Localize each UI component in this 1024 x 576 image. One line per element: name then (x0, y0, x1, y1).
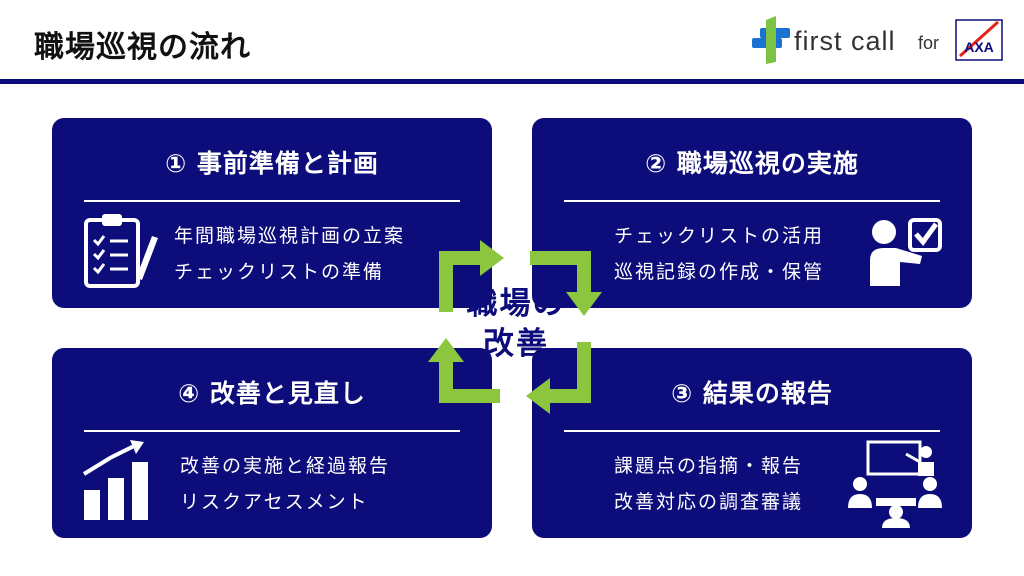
logo-for-text: for (918, 33, 940, 53)
center-label-line: 改善 (483, 326, 549, 362)
meeting-presentation-icon (848, 440, 942, 528)
card-line: 巡視記録の作成・保管 (614, 261, 825, 283)
card-preparation: ① 事前準備と計画 年間職場巡視計画の立案 チェックリストの準備 (52, 118, 492, 308)
card-lines: 課題点の指摘・報告 改善対応の調査審議 (614, 448, 803, 520)
axa-logo: AXA (955, 19, 1003, 61)
card-line: チェックリストの活用 (614, 225, 825, 247)
center-label: 職場の 改善 (446, 284, 586, 364)
logo-text: first call (794, 26, 896, 56)
card-title: ① 事前準備と計画 (165, 149, 379, 178)
card-lines: 改善の実施と経過報告 リスクアセスメント (180, 448, 390, 520)
header-divider (0, 79, 1024, 84)
first-call-logo: AXA (752, 16, 1003, 64)
card-line: 課題点の指摘・報告 (614, 455, 804, 477)
card-divider (564, 200, 940, 202)
clipboard-checklist-icon (84, 214, 158, 288)
card-title: ③ 結果の報告 (671, 379, 833, 408)
svg-text:AXA: AXA (964, 39, 994, 55)
person-checkbox-icon (870, 218, 942, 286)
page-title: 職場巡視の流れ (34, 30, 251, 65)
card-line: 改善対応の調査審議 (614, 491, 804, 513)
card-line: 改善の実施と経過報告 (180, 455, 391, 477)
center-label-line: 職場の (466, 286, 566, 322)
card-lines: 年間職場巡視計画の立案 チェックリストの準備 (174, 218, 405, 290)
card-divider (564, 430, 940, 432)
card-line: リスクアセスメント (180, 491, 369, 513)
card-report: ③ 結果の報告 課題点の指摘・報告 改善対応の調査審議 (532, 348, 972, 538)
growth-chart-icon (82, 440, 148, 520)
card-line: チェックリストの準備 (174, 261, 385, 283)
card-inspection: ② 職場巡視の実施 チェックリストの活用 巡視記録の作成・保管 (532, 118, 972, 308)
card-improvement: ④ 改善と見直し 改善の実施と経過報告 リスクアセスメント (52, 348, 492, 538)
card-line: 年間職場巡視計画の立案 (174, 225, 406, 247)
card-lines: チェックリストの活用 巡視記録の作成・保管 (614, 218, 824, 290)
cycle-arrows-icon (428, 240, 602, 414)
card-title: ④ 改善と見直し (178, 379, 366, 408)
card-divider (84, 200, 460, 202)
card-divider (84, 430, 460, 432)
card-title: ② 職場巡視の実施 (645, 149, 859, 178)
